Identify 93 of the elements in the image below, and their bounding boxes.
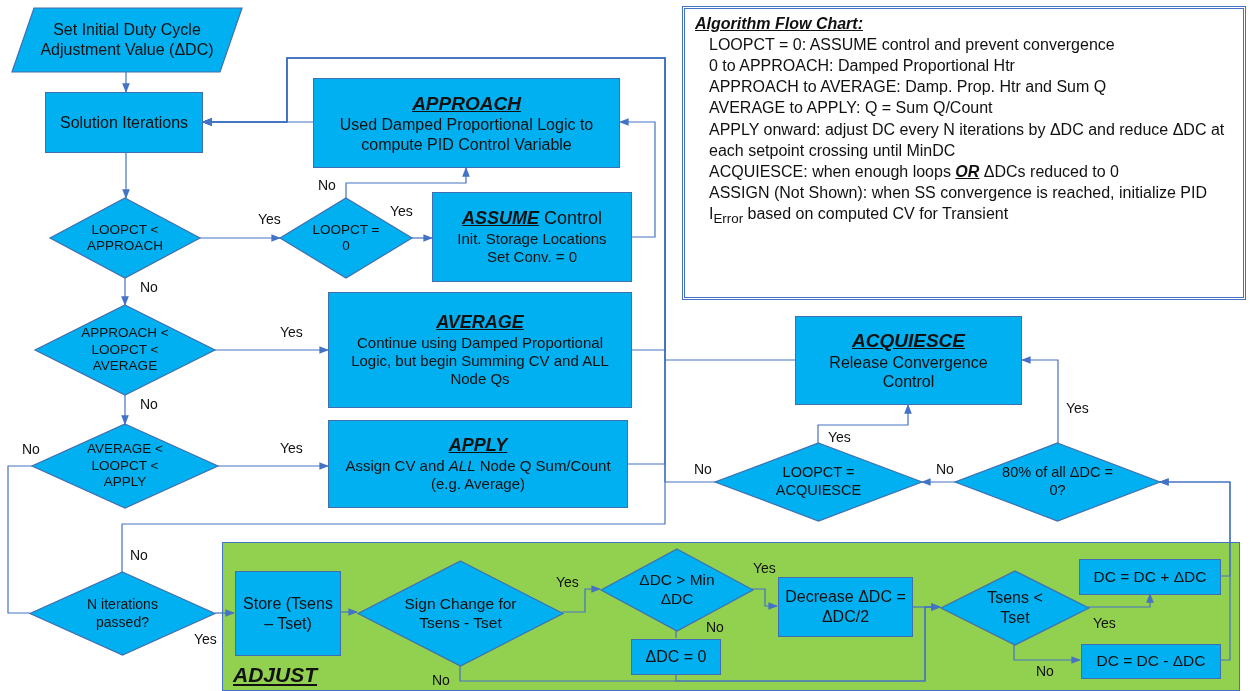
process-box xyxy=(313,78,620,168)
process-box xyxy=(795,316,1022,405)
box-text: Continue using Damped Proportional Logic, but begin Summing CV and ALL Node Qs xyxy=(350,333,610,389)
arrow xyxy=(1021,356,1059,444)
heading: AVERAGE xyxy=(436,311,524,334)
arrow xyxy=(214,346,329,354)
arrow xyxy=(619,118,656,238)
edge-label: Yes xyxy=(1093,616,1116,630)
edge-label: No xyxy=(1036,664,1054,678)
notes-panel xyxy=(682,6,1246,300)
condition-text: 80% of all ΔDC = 0? xyxy=(1001,464,1114,500)
edge-label: Yes xyxy=(194,632,217,646)
arrow xyxy=(817,404,912,444)
box-text: Set Initial Duty Cycle Adjustment Value (ΔDC) xyxy=(39,20,215,60)
box-text: Used Damped Proportional Logic to compute PID Control Variable xyxy=(338,115,595,155)
box-text: Solution Iterations xyxy=(59,112,189,133)
process-box xyxy=(328,420,628,508)
box-text: 0 to APPROACH: Damped Proportional Htr xyxy=(708,56,1015,77)
box-text: DC = DC + ΔDC xyxy=(1093,567,1207,587)
edge-label: Yes xyxy=(390,204,413,218)
process-box xyxy=(631,639,721,675)
edge-label: No xyxy=(130,548,148,562)
arrow xyxy=(121,277,129,306)
box-text: ACQUIESCE: when enough loops OR ΔDCs reduced to 0 xyxy=(708,161,1119,182)
connector-line xyxy=(7,465,33,614)
condition-text: ΔDC > Min ΔDC xyxy=(638,571,716,609)
arrow xyxy=(1013,643,1081,664)
edge-label: No xyxy=(706,620,724,634)
arrow xyxy=(122,152,130,199)
heading: APPLY xyxy=(448,434,508,457)
condition-text: N iterations passed? xyxy=(86,596,159,631)
box-text: ASSIGN (Not Shown): when SS convergence is reached, initialize PID I$_{Error}$ based on computed CV for Transient xyxy=(708,182,1208,228)
arrow xyxy=(214,609,235,617)
process-box xyxy=(328,292,632,408)
edge-label: Yes xyxy=(280,441,303,455)
arrow xyxy=(751,588,778,610)
edge-label: Yes xyxy=(280,325,303,339)
heading: Algorithm Flow Chart: xyxy=(694,14,863,34)
arrow xyxy=(345,167,470,199)
group-band xyxy=(222,542,1240,691)
condition-text: LOOPCT < APPROACH xyxy=(86,221,164,255)
box-text: Store (Tsens – Tset) xyxy=(242,594,334,633)
box-text: ΔDC = 0 xyxy=(645,647,707,667)
heading: ACQUIESCE xyxy=(852,329,965,353)
arrow xyxy=(199,234,281,242)
arrow xyxy=(339,608,358,616)
condition-text: Tsens < Tset xyxy=(986,588,1044,628)
edge-label: Yes xyxy=(258,212,281,226)
process-box xyxy=(1079,559,1221,595)
box-text: DC = DC - ΔDC xyxy=(1096,652,1206,671)
connector-line xyxy=(675,629,677,639)
process-box xyxy=(778,577,913,637)
process-box xyxy=(45,92,203,153)
box-text: AVERAGE to APPLY: Q = Sum Q/Count xyxy=(708,98,993,119)
arrow xyxy=(217,462,329,470)
arrow xyxy=(921,478,956,486)
condition-text: Sign Change for Tsens - Tset xyxy=(403,594,518,633)
arrow xyxy=(561,585,601,613)
arrow xyxy=(911,603,941,611)
arrow xyxy=(122,71,130,93)
process-box xyxy=(235,571,341,656)
edge-label: Yes xyxy=(556,575,579,589)
arrow xyxy=(1159,478,1231,661)
box-text: Set Conv. = 0 xyxy=(486,247,578,267)
condition-text: APPROACH < LOOPCT < AVERAGE xyxy=(80,325,170,375)
edge-label: No xyxy=(318,178,336,192)
edge-label: No xyxy=(140,280,158,294)
arrow xyxy=(411,234,433,242)
heading: APPROACH xyxy=(412,91,521,116)
edge-label: No xyxy=(694,462,712,476)
heading: ASSUME Control xyxy=(461,207,602,230)
edge-label: Yes xyxy=(1066,401,1089,415)
heading: ADJUST xyxy=(233,662,317,688)
box-text: Assign CV and ALL Node Q Sum/Count (e.g. Average) xyxy=(344,456,612,494)
process-box xyxy=(1081,644,1221,679)
edge-label: No xyxy=(22,442,40,456)
process-box xyxy=(432,192,632,282)
box-text: APPROACH to AVERAGE: Damp. Prop. Htr and Sum Q xyxy=(708,77,1107,98)
edge-label: No xyxy=(936,462,954,476)
box-text: Release Convergence Control xyxy=(828,352,989,392)
box-text: LOOPCT = 0: ASSUME control and prevent convergence xyxy=(708,35,1115,56)
box-text: Init. Storage Locations xyxy=(457,229,607,248)
edge-label: No xyxy=(432,673,450,687)
condition-text: AVERAGE < LOOPCT < APPLY xyxy=(86,441,164,491)
box-text: Decrease ΔDC = ΔDC/2 xyxy=(785,587,906,627)
box-text: APPLY onward: adjust DC every N iterations by ΔDC and reduce ΔDC at each setpoint crossing until MinDC xyxy=(708,119,1226,161)
condition-text: LOOPCT = ACQUIESCE xyxy=(774,464,863,500)
edge-label: No xyxy=(140,397,158,411)
condition-text: LOOPCT = 0 xyxy=(311,221,381,255)
edge-label: Yes xyxy=(828,430,851,444)
edge-label: Yes xyxy=(753,561,776,575)
arrow xyxy=(1087,593,1154,608)
arrow xyxy=(121,394,129,425)
